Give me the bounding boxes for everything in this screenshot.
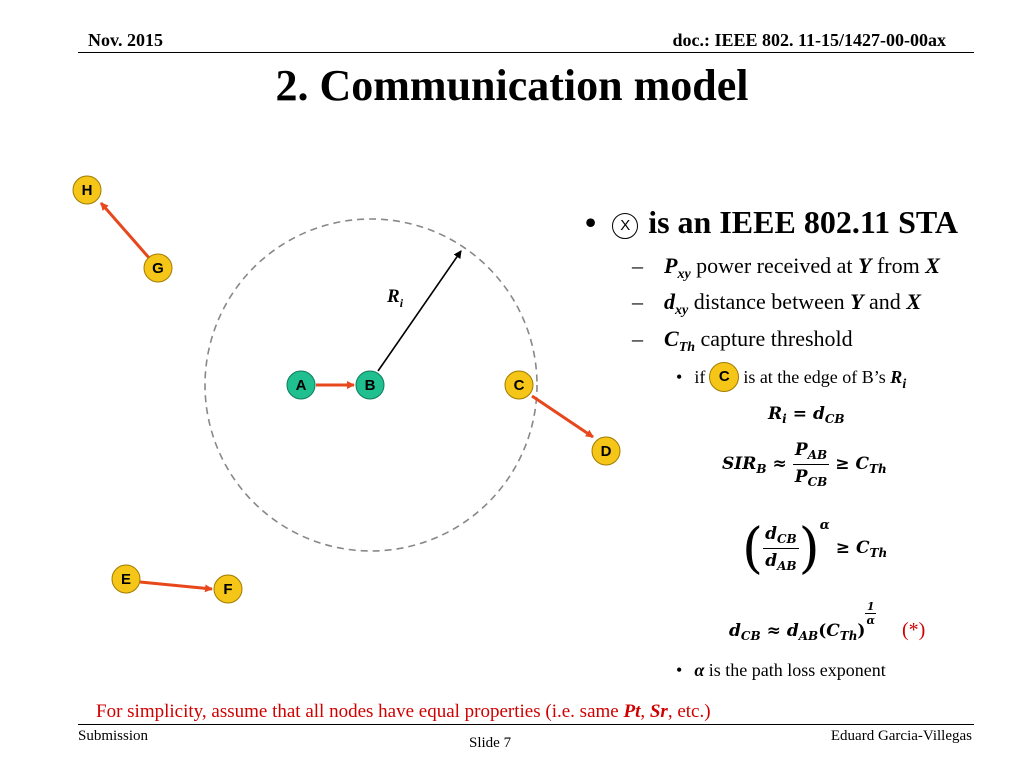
svg-text:G: G (152, 260, 164, 277)
header-doc-id: doc.: IEEE 802. 11-15/1427-00-00ax (672, 30, 946, 50)
node-a: A (286, 370, 316, 400)
footer-author: Eduard Garcia-Villegas (830, 728, 972, 744)
footer-slide-number: Slide 7 (469, 735, 512, 751)
node-c: C (504, 370, 534, 400)
footnote-mark: (*) (901, 619, 926, 641)
svg-text:F: F (223, 581, 232, 598)
footer-rule (78, 724, 974, 725)
svg-text:A: A (296, 377, 307, 394)
bullet-distance: –dxy distance between Y and X (632, 289, 921, 318)
bullet-path-loss: •α is the path loss exponent (676, 660, 886, 680)
svg-text:D: D (601, 443, 612, 460)
node-h: H (72, 175, 102, 205)
sta-x-symbol: X (612, 213, 639, 239)
svg-text:H: H (82, 182, 93, 199)
node-f: F (213, 574, 243, 604)
header-rule (78, 52, 974, 53)
simplicity-note: For simplicity, assume that all nodes ha… (96, 701, 711, 722)
svg-text:E: E (121, 571, 131, 588)
bullet-capture-threshold: –CTh capture threshold (632, 326, 853, 355)
radius-label: Ri (386, 286, 404, 310)
node-g: G (143, 253, 173, 283)
footer-submission: Submission (78, 728, 149, 744)
slide-title: 2. Communication model (275, 61, 749, 110)
equation-radius: Ri=dCB (768, 404, 845, 426)
svg-text:B: B (365, 377, 376, 394)
arrow-c-to-d (531, 394, 594, 439)
bullet-power-received: –Pxy power received at Y from X (632, 253, 940, 282)
svg-text:C: C (514, 377, 525, 394)
header-date: Nov. 2015 (88, 30, 164, 50)
node-e: E (111, 564, 141, 594)
arrow-e-to-f (139, 580, 213, 593)
transmission-range-circle (204, 218, 538, 552)
node-c-inline: C (709, 362, 740, 392)
node-d: D (591, 436, 621, 466)
node-b: B (355, 370, 385, 400)
radius-arrow (377, 250, 462, 372)
arrow-g-to-h (99, 202, 152, 260)
